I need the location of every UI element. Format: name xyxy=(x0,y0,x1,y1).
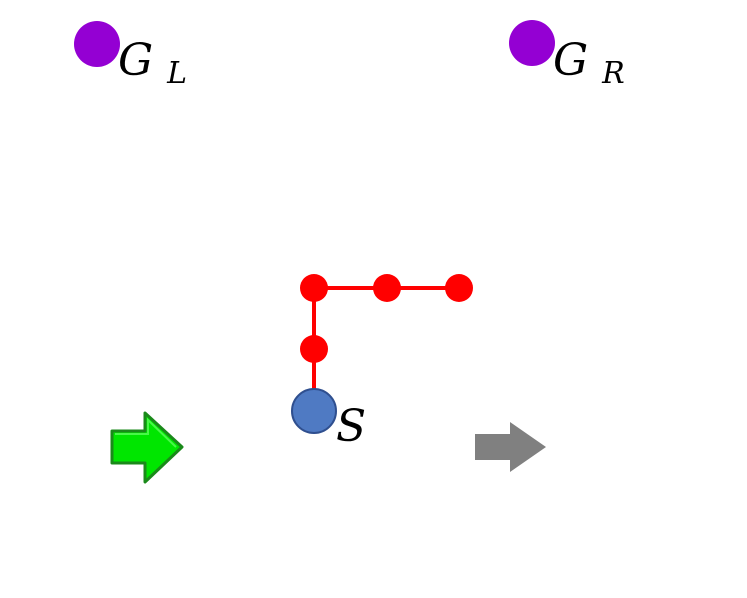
start-marker xyxy=(291,388,337,434)
trajectory-path xyxy=(300,274,473,411)
goal-left-label-main: G xyxy=(118,35,153,86)
goal-left-label: G L xyxy=(118,35,187,91)
goal-left-label-subscript: L xyxy=(166,56,187,91)
green-right-arrow-icon xyxy=(110,411,184,484)
start-point: S xyxy=(291,388,366,452)
goal-right: G R xyxy=(509,20,625,91)
goal-left-marker xyxy=(74,21,120,67)
trajectory-node-3 xyxy=(373,274,401,302)
goal-right-label-subscript: R xyxy=(601,56,625,91)
goal-right-label-main: G xyxy=(553,35,588,86)
goal-right-marker xyxy=(509,20,555,66)
trajectory-line xyxy=(312,286,459,411)
trajectory-node-4 xyxy=(445,274,473,302)
goal-right-label: G R xyxy=(553,35,625,91)
trajectory-node-2 xyxy=(300,274,328,302)
gray-right-arrow-icon xyxy=(475,422,546,472)
goal-left: G L xyxy=(74,21,187,91)
trajectory-node-1 xyxy=(300,335,328,363)
start-label: S xyxy=(336,401,366,452)
